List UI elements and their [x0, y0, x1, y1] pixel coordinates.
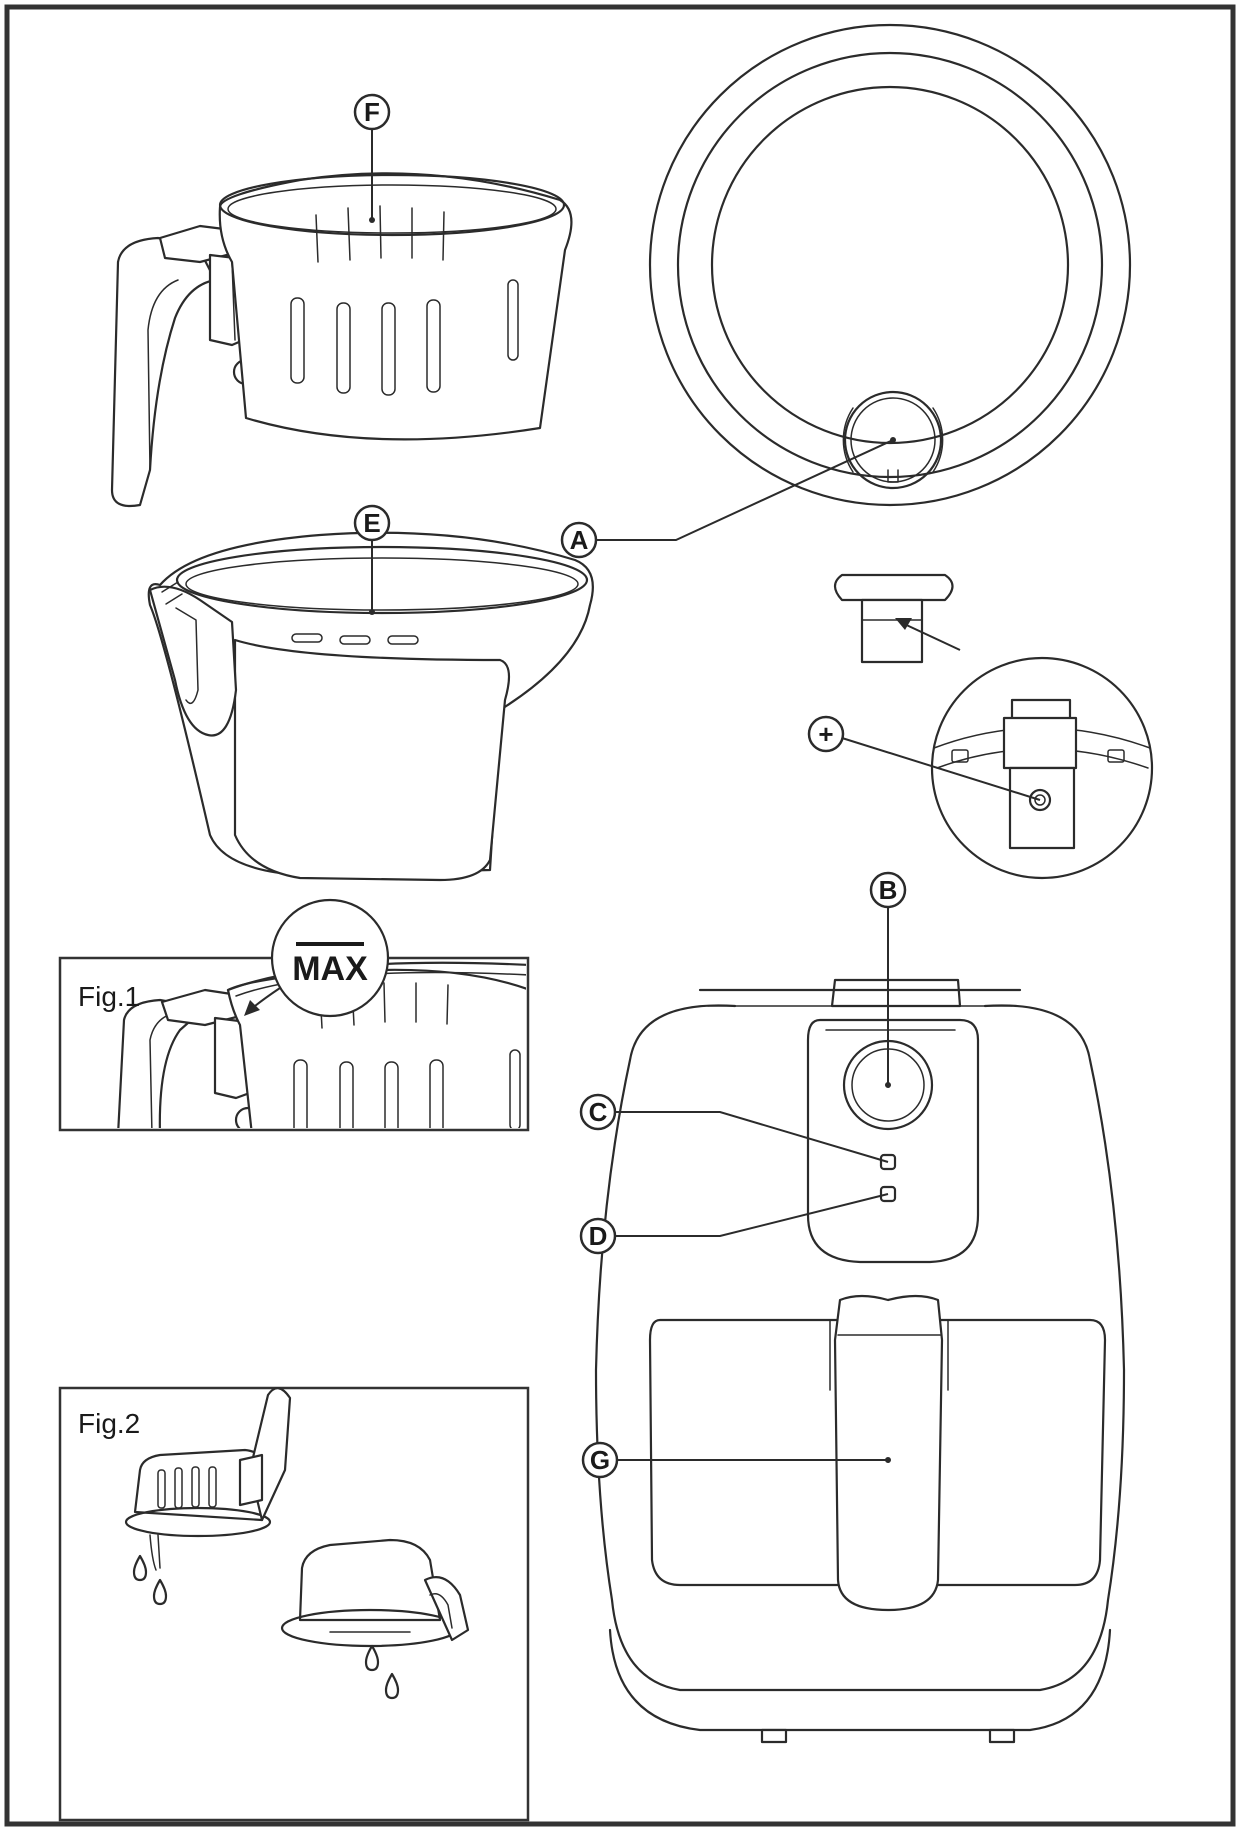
- callout-e: E: [353, 504, 391, 542]
- callout-d: D: [579, 1217, 617, 1255]
- front-view-drawing: [594, 908, 1126, 1744]
- callout-a-label: A: [570, 525, 589, 555]
- basket-f-drawing: [110, 128, 573, 508]
- fig2-basket-drawing: [124, 1387, 292, 1606]
- callout-g: G: [581, 1441, 619, 1479]
- page-frame: [4, 4, 1236, 1827]
- callout-g-label: G: [590, 1445, 610, 1475]
- fig1-max-callout: [244, 898, 390, 1018]
- fig2-drawer-drawing: [280, 1538, 470, 1700]
- callout-d-label: D: [589, 1221, 608, 1251]
- fig2-frame: [58, 1386, 530, 1822]
- callout-c: C: [579, 1093, 617, 1131]
- drawer-e-drawing: [147, 531, 594, 882]
- fig2-title: Fig.2: [78, 1408, 140, 1439]
- callout-plus: +: [807, 715, 845, 753]
- fig1-title: Fig.1: [78, 981, 140, 1012]
- callout-plus-label: +: [818, 719, 833, 749]
- fig1-max-label: MAX: [292, 950, 368, 988]
- top-view-drawing: [596, 23, 1132, 664]
- callout-b: B: [869, 871, 907, 909]
- callout-f-label: F: [364, 97, 380, 127]
- callout-a: A: [560, 521, 598, 559]
- callout-b-label: B: [879, 875, 898, 905]
- zoom-detail-drawing: [841, 656, 1154, 880]
- callout-c-label: C: [589, 1097, 608, 1127]
- callout-e-label: E: [363, 508, 380, 538]
- callout-f: F: [353, 93, 391, 131]
